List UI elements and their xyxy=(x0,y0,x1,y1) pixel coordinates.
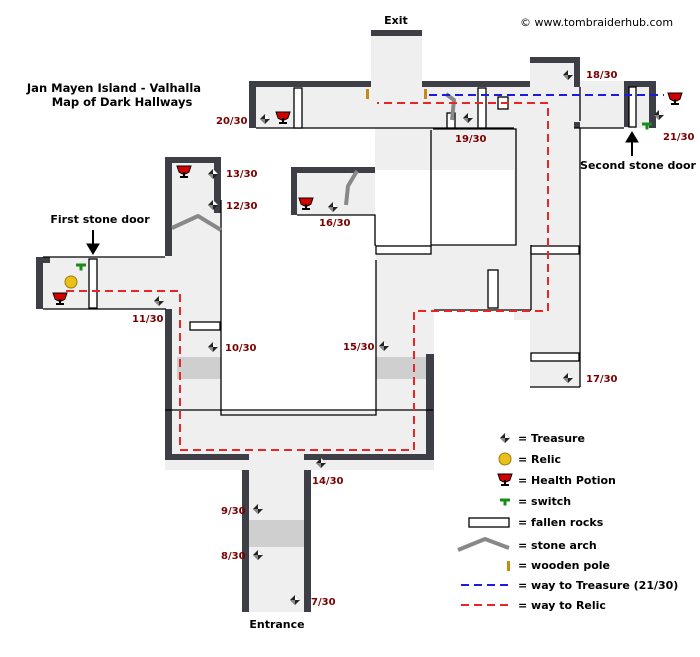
legend-switch: = switch xyxy=(518,495,571,508)
treasure-number: 10/30 xyxy=(225,343,257,354)
entrance-label: Entrance xyxy=(249,618,304,631)
health-potion-icon xyxy=(667,92,683,106)
legend-relic: = Relic xyxy=(518,453,561,466)
treasure-number: 15/30 xyxy=(343,342,375,353)
exit-label: Exit xyxy=(384,14,408,27)
copyright: © www.tombraiderhub.com xyxy=(520,16,673,29)
treasure-number: 19/30 xyxy=(455,134,487,145)
treasure-number: 12/30 xyxy=(226,201,258,212)
legend-stone-arch: = stone arch xyxy=(518,539,597,552)
treasure-number: 16/30 xyxy=(319,218,351,229)
treasure-number: 8/30 xyxy=(221,551,246,562)
switch-icon xyxy=(500,498,510,506)
stone-arch-icon xyxy=(457,537,510,552)
treasure-icon xyxy=(500,433,510,443)
map-title-line2: Map of Dark Hallways xyxy=(52,95,193,109)
treasure-number: 14/30 xyxy=(312,476,344,487)
door-arrows xyxy=(86,131,639,255)
fallen-rocks xyxy=(88,86,637,362)
treasure-number: 17/30 xyxy=(586,374,618,385)
treasure-number: 13/30 xyxy=(226,169,258,180)
treasure-number: 7/30 xyxy=(311,597,336,608)
legend-way-to-relic: = way to Relic xyxy=(518,599,606,612)
first-stone-door-label: First stone door xyxy=(50,213,150,226)
treasure-number: 9/30 xyxy=(221,506,246,517)
map-title-line1: Jan Mayen Island - Valhalla xyxy=(26,81,201,95)
legend-way-to-treasure: = way to Treasure (21/30) xyxy=(518,579,678,592)
treasure-number: 20/30 xyxy=(216,116,248,127)
relic-icon xyxy=(498,452,512,466)
wooden-pole-icon xyxy=(507,561,510,571)
legend-fallen-rocks: = fallen rocks xyxy=(518,516,604,529)
treasure-number: 21/30 xyxy=(663,132,695,143)
legend: = Treasure = Relic = Health Potion = swi… xyxy=(457,432,678,612)
relic-path xyxy=(66,102,549,451)
treasure-numbers: 7/30 8/30 9/30 10/30 11/30 12/30 13/30 1… xyxy=(132,70,695,608)
ramps xyxy=(177,357,432,547)
second-stone-door-label: Second stone door xyxy=(580,159,696,172)
legend-treasure: = Treasure xyxy=(518,432,585,445)
wooden-poles xyxy=(366,89,427,99)
treasure-number: 18/30 xyxy=(586,70,618,81)
legend-wooden-pole: = wooden pole xyxy=(518,559,610,572)
fallen-rocks-icon xyxy=(468,517,510,528)
arrow-down-icon xyxy=(86,243,100,255)
health-potion-icon xyxy=(497,473,513,487)
arrow-up-icon xyxy=(625,131,639,143)
legend-health-potion: = Health Potion xyxy=(518,474,616,487)
relic-icon xyxy=(64,275,78,289)
walls xyxy=(36,30,656,612)
treasure-number: 11/30 xyxy=(132,314,164,325)
